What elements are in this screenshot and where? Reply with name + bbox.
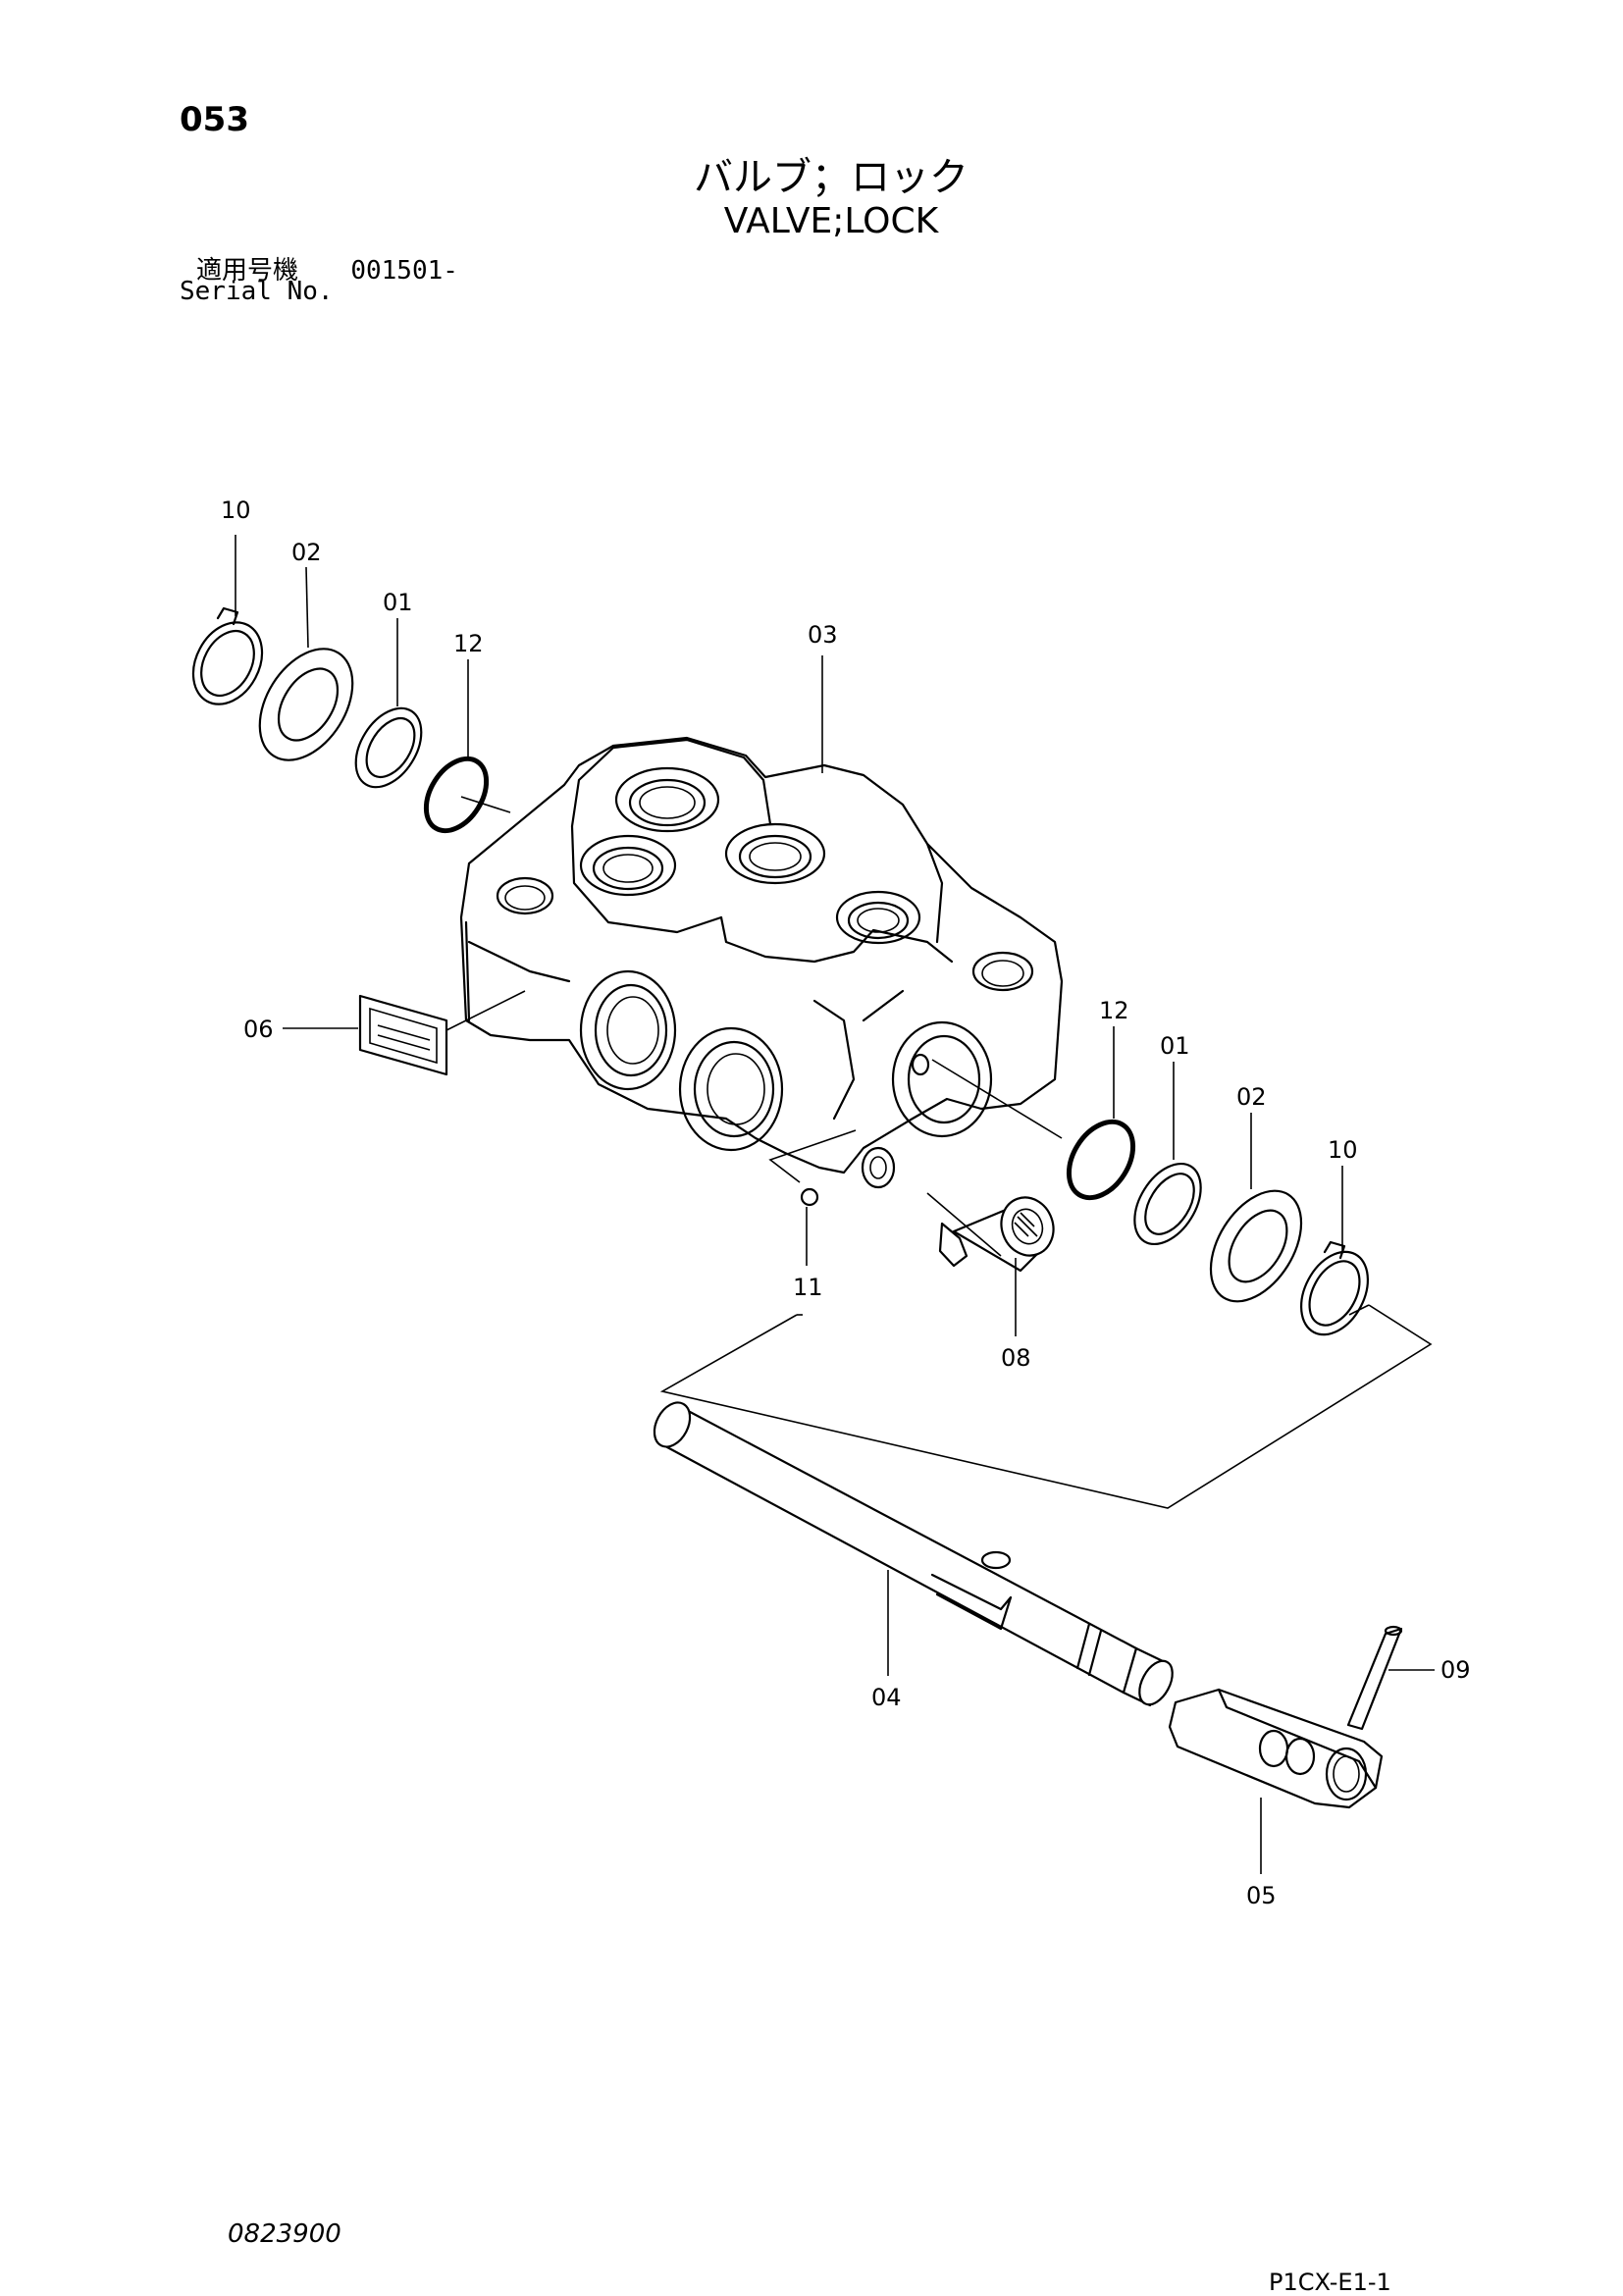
drawing-number: 0823900 xyxy=(228,2219,341,2249)
callout-01-right: 01 xyxy=(1160,1032,1190,1060)
callout-10-right: 10 xyxy=(1328,1136,1358,1164)
callout-01-left: 01 xyxy=(383,589,413,616)
callout-09: 09 xyxy=(1440,1656,1471,1684)
assembly-lines xyxy=(659,1304,1433,1509)
callout-12-right: 12 xyxy=(1099,997,1129,1024)
valve-body xyxy=(459,736,1064,1189)
callout-10-left: 10 xyxy=(221,496,251,524)
callout-02-right: 02 xyxy=(1236,1083,1267,1111)
washer-right xyxy=(1209,1189,1303,1303)
washer-left xyxy=(258,648,354,761)
page-code: P1CX-E1-1 xyxy=(1269,2269,1391,2296)
serial-value: 001501- xyxy=(350,256,458,286)
serial-label-japanese: 適用号機 xyxy=(196,256,299,286)
spring-pin xyxy=(1346,1625,1403,1731)
page-title-english: VALVE;LOCK xyxy=(723,201,939,241)
callout-11: 11 xyxy=(793,1274,823,1301)
callout-03: 03 xyxy=(808,621,838,649)
steel-ball xyxy=(800,1187,819,1207)
callout-02-left: 02 xyxy=(291,539,322,566)
page-number: 053 xyxy=(180,100,249,139)
spool xyxy=(653,1401,1174,1707)
leader-lines xyxy=(235,535,1435,1874)
callout-05: 05 xyxy=(1246,1882,1277,1909)
callout-12-left: 12 xyxy=(453,630,484,657)
lock-lever xyxy=(1168,1688,1384,1809)
o-ring-left xyxy=(423,756,490,834)
callout-04: 04 xyxy=(871,1684,902,1711)
o-ring-right xyxy=(1066,1119,1136,1201)
ring-left xyxy=(354,706,423,789)
ring-right xyxy=(1133,1162,1202,1246)
nameplate xyxy=(358,994,448,1076)
callout-08: 08 xyxy=(1001,1344,1031,1372)
page-title-japanese: バルブ；ロック xyxy=(694,155,969,200)
snap-ring-right xyxy=(1300,1240,1369,1336)
callout-06: 06 xyxy=(243,1016,274,1043)
snap-ring-left xyxy=(191,606,264,705)
serial-number-row: 適用号機 001501- xyxy=(196,250,458,287)
serial-label-english: Serial No. xyxy=(180,277,334,306)
socket-plug xyxy=(938,1196,1055,1273)
